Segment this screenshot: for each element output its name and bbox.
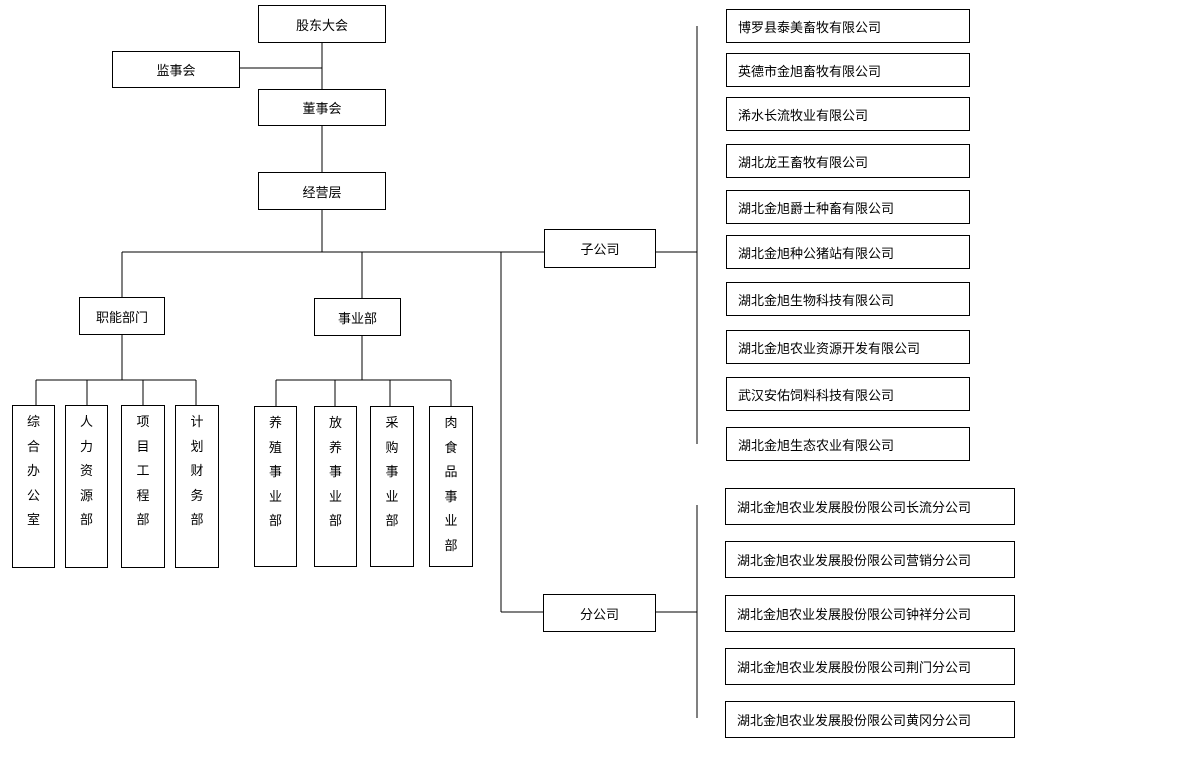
subsidiaries-label: 子公司 (580, 243, 620, 258)
supervisory-board-label: 监事会 (156, 64, 196, 79)
subsidiary-box: 博罗县泰美畜牧有限公司 (726, 9, 970, 43)
shareholders-meeting-label: 股东大会 (295, 18, 348, 34)
business-unit-label: 采购事业部 (385, 416, 399, 529)
branch-office-label: 湖北金旭农业发展股份限公司钟祥分公司 (737, 608, 972, 623)
subsidiary-box: 湖北龙王畜牧有限公司 (726, 144, 970, 178)
branch-office-label: 湖北金旭农业发展股份限公司荆门分公司 (737, 661, 972, 676)
subsidiary-label: 浠水长流牧业有限公司 (738, 108, 869, 124)
business-unit-box: 采购事业部 (370, 406, 414, 567)
management-label: 经营层 (302, 185, 342, 201)
subsidiary-box: 湖北金旭生物科技有限公司 (726, 282, 970, 316)
functional-unit-label: 项目工程部 (136, 415, 150, 528)
supervisory-board-box: 监事会 (112, 51, 240, 88)
branch-office-box: 湖北金旭农业发展股份限公司钟祥分公司 (725, 595, 1015, 632)
functional-departments-box: 职能部门 (79, 297, 165, 335)
branch-office-box: 湖北金旭农业发展股份限公司长流分公司 (725, 488, 1015, 525)
subsidiary-box: 湖北金旭爵士种畜有限公司 (726, 190, 970, 224)
functional-unit-box: 综合办公室 (12, 405, 55, 568)
subsidiary-label: 湖北金旭种公猪站有限公司 (738, 246, 895, 262)
board-of-directors-box: 董事会 (258, 89, 386, 126)
subsidiary-label: 英德市金旭畜牧有限公司 (738, 64, 882, 80)
subsidiary-label: 武汉安佑饲料科技有限公司 (738, 388, 895, 404)
functional-departments-label: 职能部门 (95, 310, 148, 326)
business-unit-box: 放养事业部 (314, 406, 357, 567)
business-divisions-box: 事业部 (314, 298, 401, 336)
functional-unit-box: 项目工程部 (121, 405, 165, 568)
business-unit-label: 放养事业部 (328, 416, 342, 529)
business-unit-box: 养殖事业部 (254, 406, 297, 567)
subsidiaries-box: 子公司 (544, 229, 656, 268)
functional-unit-box: 人力资源部 (65, 405, 108, 568)
branch-office-box: 湖北金旭农业发展股份限公司黄冈分公司 (725, 701, 1015, 738)
subsidiary-label: 湖北金旭生态农业有限公司 (738, 438, 895, 454)
shareholders-meeting-box: 股东大会 (258, 5, 386, 43)
branch-office-label: 湖北金旭农业发展股份限公司营销分公司 (737, 554, 972, 569)
subsidiary-box: 浠水长流牧业有限公司 (726, 97, 970, 131)
subsidiary-label: 湖北龙王畜牧有限公司 (738, 155, 869, 171)
functional-unit-label: 综合办公室 (26, 415, 40, 528)
business-unit-label: 肉食品事业部 (444, 416, 458, 554)
management-box: 经营层 (258, 172, 386, 210)
subsidiary-label: 湖北金旭生物科技有限公司 (738, 293, 895, 309)
subsidiary-box: 湖北金旭生态农业有限公司 (726, 427, 970, 461)
branch-office-box: 湖北金旭农业发展股份限公司营销分公司 (725, 541, 1015, 578)
business-unit-label: 养殖事业部 (268, 416, 282, 529)
subsidiary-box: 湖北金旭农业资源开发有限公司 (726, 330, 970, 364)
functional-unit-label: 人力资源部 (79, 415, 93, 528)
subsidiary-box: 英德市金旭畜牧有限公司 (726, 53, 970, 87)
branch-office-label: 湖北金旭农业发展股份限公司长流分公司 (737, 501, 972, 516)
board-of-directors-label: 董事会 (302, 102, 342, 117)
functional-unit-box: 计划财务部 (175, 405, 219, 568)
subsidiary-label: 湖北金旭爵士种畜有限公司 (738, 201, 895, 217)
subsidiary-box: 武汉安佑饲料科技有限公司 (726, 377, 970, 411)
branch-offices-box: 分公司 (543, 594, 656, 632)
subsidiary-label: 博罗县泰美畜牧有限公司 (738, 20, 882, 36)
branch-offices-label: 分公司 (579, 607, 619, 623)
subsidiary-label: 湖北金旭农业资源开发有限公司 (738, 341, 921, 357)
subsidiary-box: 湖北金旭种公猪站有限公司 (726, 235, 970, 269)
branch-office-box: 湖北金旭农业发展股份限公司荆门分公司 (725, 648, 1015, 685)
branch-office-label: 湖北金旭农业发展股份限公司黄冈分公司 (737, 714, 972, 729)
functional-unit-label: 计划财务部 (190, 415, 204, 528)
business-divisions-label: 事业部 (337, 311, 377, 327)
business-unit-box: 肉食品事业部 (429, 406, 473, 567)
